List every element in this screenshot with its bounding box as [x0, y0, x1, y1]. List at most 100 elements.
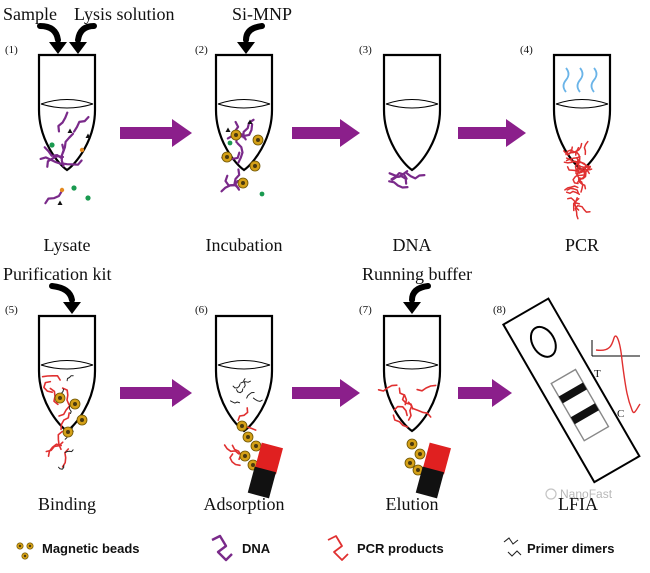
pcr-product [43, 380, 53, 393]
pcr-product [45, 441, 64, 453]
magnet-black-pole [247, 466, 276, 499]
debris-particle [85, 133, 91, 138]
strip-result-window [550, 368, 610, 442]
pcr-product [398, 387, 408, 406]
pcr-product [574, 157, 581, 172]
strip-label-c: C [617, 408, 624, 420]
tube-outline [214, 314, 274, 433]
input-arrow-purification [49, 283, 81, 314]
liquid-meniscus [217, 360, 271, 366]
primer-dimer [243, 378, 246, 389]
process-arrow-head [172, 119, 192, 147]
pcr-product [41, 375, 61, 381]
cell-debris-green [227, 140, 233, 146]
process-arrow-shaft [458, 387, 494, 399]
pcr-product [237, 407, 249, 422]
tube-outline [382, 314, 442, 433]
primer-dimer [58, 464, 65, 470]
magnetic-bead-core [234, 133, 238, 137]
legend-label-pcr-products: PCR products [357, 541, 444, 556]
primer-dimer [236, 388, 244, 394]
legend-label-magnetic-beads: Magnetic beads [42, 541, 140, 556]
arrow-head [403, 302, 421, 314]
liquid-meniscus [40, 99, 94, 105]
pcr-product [392, 414, 409, 428]
input-label-lysis-solution: Lysis solution [74, 4, 175, 24]
process-arrow-6-7 [292, 379, 360, 407]
heat-vapor-wave [562, 67, 570, 93]
step-label-lfia: LFIA [558, 494, 598, 514]
magnetic-bead-core [243, 454, 247, 458]
input-label-purification-kit: Purification kit [3, 264, 111, 284]
cell-debris-green [259, 191, 265, 197]
tube-4 [552, 53, 612, 220]
process-arrow-head [506, 119, 526, 147]
watermark-icon [545, 488, 557, 500]
arrow-head [69, 42, 87, 54]
input-arrow-lysis [69, 23, 97, 54]
magnetic-bead-core [418, 452, 422, 456]
strip-control-line [570, 403, 599, 425]
magnet-red-pole [422, 442, 451, 475]
pcr-product [229, 453, 241, 467]
arrow-head [49, 42, 67, 54]
dna-strand [44, 190, 63, 205]
legend-bead-core [18, 544, 22, 548]
dna-strand [61, 132, 75, 154]
step-label-lysate: Lysate [44, 235, 91, 255]
input-arrow-si-mnp [237, 23, 265, 54]
magnet-black-pole [415, 466, 444, 499]
primer-dimer [246, 392, 255, 399]
pcr-product [574, 205, 579, 220]
tube-outline [37, 314, 97, 433]
legend-bead-core [23, 554, 27, 558]
liquid-surface [40, 364, 94, 370]
tube-2 [214, 53, 274, 197]
input-label-running-buffer: Running buffer [362, 264, 472, 284]
magnetic-bead-core [80, 418, 84, 422]
input-arrow-sample [37, 23, 67, 54]
magnetic-bead-core [240, 424, 244, 428]
arrow-head [237, 42, 255, 54]
process-arrow-3-4 [458, 119, 526, 147]
process-arrow-shaft [292, 127, 342, 139]
liquid-surface [555, 103, 609, 109]
dna-strand [60, 159, 83, 166]
tube-5 [37, 314, 97, 470]
process-arrow-head [492, 379, 512, 407]
dna-strand [236, 142, 244, 164]
primer-dimer [230, 400, 241, 404]
debris-particle [247, 119, 253, 124]
step-number-5: (5) [5, 304, 18, 316]
magnetic-bead-core [408, 461, 412, 465]
step-number-1: (1) [5, 44, 18, 56]
magnetic-bead-core [416, 468, 420, 472]
magnetic-bead-core [241, 181, 245, 185]
pcr-product [572, 174, 579, 185]
magnetic-bead-core [73, 402, 77, 406]
magnetic-bead-core [256, 138, 260, 142]
liquid-surface [217, 364, 271, 370]
step-number-2: (2) [195, 44, 208, 56]
tube-7 [377, 314, 451, 499]
step-number-4: (4) [520, 44, 533, 56]
lfia-strip [501, 297, 641, 484]
process-arrow-2-3 [292, 119, 360, 147]
magnet-red-pole [254, 442, 283, 475]
legend [16, 534, 522, 562]
cell-debris-green [71, 185, 77, 191]
cell-debris-orange [79, 147, 85, 153]
primer-dimer [64, 449, 74, 454]
pcr-product [57, 430, 63, 451]
debris-particle [67, 128, 73, 133]
legend-primer-dimer-icon [503, 537, 522, 557]
signal-curve [595, 335, 641, 414]
dna-strand [388, 180, 409, 189]
pcr-product [583, 140, 589, 156]
liquid-surface [385, 364, 439, 370]
dna-strand [60, 143, 65, 168]
step-label-binding: Binding [38, 494, 96, 514]
cell-debris-green [49, 142, 55, 148]
pcr-product [416, 384, 437, 392]
legend-label-primer-dimers: Primer dimers [527, 541, 614, 556]
